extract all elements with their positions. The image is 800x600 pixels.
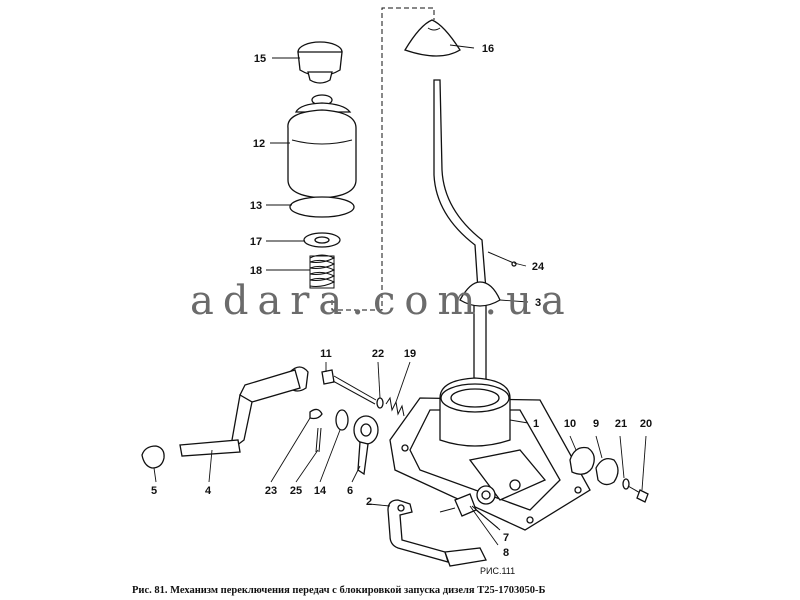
knob-15 xyxy=(297,41,343,84)
spring-19 xyxy=(385,396,405,417)
callout-7: 7 xyxy=(503,532,509,544)
callout-6: 6 xyxy=(347,485,353,497)
boot-16 xyxy=(404,19,461,57)
pin-24 xyxy=(487,251,517,267)
callout-24: 24 xyxy=(532,261,545,273)
gasket-10 xyxy=(569,446,595,475)
cover-9 xyxy=(595,457,619,486)
callout-4: 4 xyxy=(205,485,212,497)
spring-18 xyxy=(309,254,336,289)
figure-caption: Рис. 81. Механизм переключения передач с… xyxy=(132,585,545,596)
boot-12 xyxy=(287,94,357,199)
callout-5: 5 xyxy=(151,485,157,497)
callout-11: 11 xyxy=(320,348,332,360)
washer-21 xyxy=(622,478,630,490)
crank-4 xyxy=(179,366,309,457)
housing-1 xyxy=(389,377,591,531)
callout-19: 19 xyxy=(404,348,416,360)
callout-1: 1 xyxy=(533,418,539,430)
callout-14: 14 xyxy=(314,485,327,497)
callout-16: 16 xyxy=(482,43,494,55)
ball-3 xyxy=(459,281,501,307)
o-ring-13 xyxy=(289,196,355,218)
callout-9: 9 xyxy=(593,418,599,430)
washer-17 xyxy=(303,232,341,248)
washer-22 xyxy=(376,397,384,409)
washer-14 xyxy=(335,409,349,431)
callout-23: 23 xyxy=(265,485,277,497)
reference-label: РИС.111 xyxy=(480,566,515,576)
watermark: adara.com.ua xyxy=(190,278,574,324)
callout-12: 12 xyxy=(253,138,265,150)
key-23 xyxy=(309,408,323,420)
callout-25: 25 xyxy=(290,485,302,497)
callout-22: 22 xyxy=(372,348,384,360)
bolt-11 xyxy=(321,369,377,405)
callout-2: 2 xyxy=(366,496,372,508)
leader-lines xyxy=(153,44,647,546)
callout-3: 3 xyxy=(535,297,541,309)
callout-8: 8 xyxy=(503,547,509,559)
callout-20: 20 xyxy=(640,418,652,430)
knob-5 xyxy=(141,445,165,469)
fork-6 xyxy=(353,415,379,476)
assembly-leader xyxy=(331,7,435,311)
bolt-20 xyxy=(627,485,649,503)
callout-13: 13 xyxy=(250,200,262,212)
callout-18: 18 xyxy=(250,265,262,277)
cotter-pin-25 xyxy=(315,427,322,453)
shift-lever xyxy=(433,79,487,391)
callout-17: 17 xyxy=(250,236,262,248)
callout-21: 21 xyxy=(615,418,627,430)
callout-15: 15 xyxy=(254,53,266,65)
pedal-2 xyxy=(387,499,487,567)
callout-10: 10 xyxy=(564,418,576,430)
